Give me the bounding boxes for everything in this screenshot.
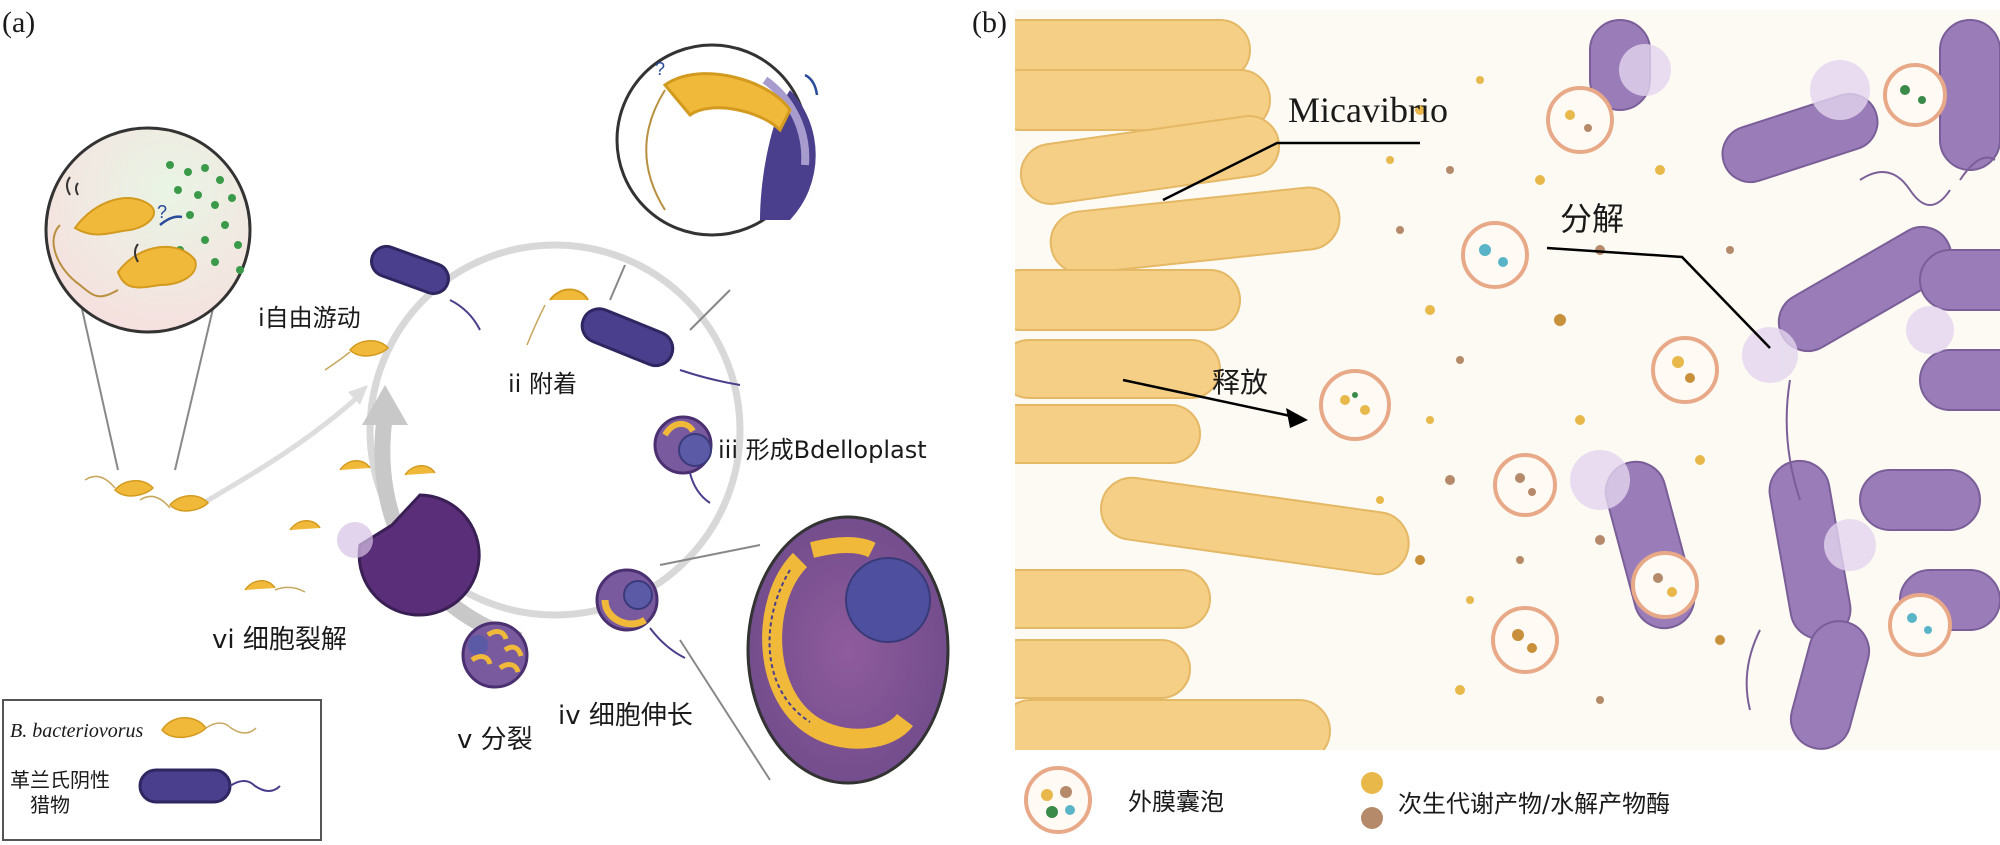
elongation-inset — [679, 515, 950, 785]
elongation-stage — [595, 544, 761, 659]
release-arrow-head — [1286, 408, 1308, 428]
panel-a-legend: B. bacteriovorus 革兰氏阴性 猎物 — [2, 699, 322, 841]
legend-prey-icon — [138, 768, 232, 804]
lysis-stage — [244, 460, 481, 617]
panel-b-scene — [1015, 10, 2000, 750]
legend-prey-line2: 猎物 — [30, 793, 70, 817]
lifecycle-ring — [366, 241, 744, 619]
bdelloplast-stage — [653, 415, 713, 504]
entry-arrow-head — [348, 385, 368, 405]
label-micavibrio: Micavibrio — [1288, 90, 1448, 130]
stage-free-swim: i自由游动 — [258, 304, 361, 332]
legend-dot-gold — [1361, 772, 1383, 794]
entry-arrow — [198, 393, 362, 508]
legend-predator-name: B. bacteriovorus — [10, 720, 144, 742]
callouts — [1122, 141, 1771, 420]
attach-stage — [526, 264, 741, 386]
panel-a-label: (a) — [2, 6, 35, 39]
label-release: 释放 — [1212, 366, 1268, 399]
legend-dot-brown — [1361, 807, 1383, 829]
stage-bdelloplast: iii 形成Bdelloplast — [718, 436, 927, 464]
panel-b-label: (b) — [972, 6, 1007, 39]
stage-division: v 分裂 — [457, 725, 533, 755]
attach-inset: ? — [615, 43, 819, 237]
cycle-arrow-head — [362, 385, 408, 425]
prey-rod-top — [370, 244, 481, 331]
panel-a: (a) ? — [2, 6, 950, 841]
vesicle-contents — [1340, 85, 1932, 653]
stage-attach: ii 附着 — [508, 370, 577, 398]
swimming-inset: ? — [44, 126, 252, 471]
flagella — [1745, 156, 1996, 711]
label-decompose: 分解 — [1560, 200, 1624, 238]
division-stage — [461, 621, 529, 689]
stage-elongation: iv 细胞伸长 — [558, 701, 693, 731]
attach-question-mark: ? — [655, 59, 665, 79]
metabolite-dots — [1376, 76, 1734, 704]
inset-question-mark: ? — [157, 202, 167, 222]
panel-b: (b) — [972, 6, 2000, 834]
vesicles — [1319, 63, 1952, 674]
lysis-plumes — [1570, 44, 1954, 571]
micavibrio-cells — [1015, 19, 1410, 750]
free-predators — [84, 340, 390, 512]
legend-vesicle-label: 外膜囊泡 — [1128, 788, 1224, 816]
stage-lysis: vi 细胞裂解 — [212, 625, 347, 655]
panel-b-legend: 外膜囊泡 次生代谢产物/水解产物酶 — [1024, 766, 1670, 834]
legend-prey-line1: 革兰氏阴性 — [10, 768, 110, 792]
legend-metabolite-label: 次生代谢产物/水解产物酶 — [1398, 790, 1670, 818]
